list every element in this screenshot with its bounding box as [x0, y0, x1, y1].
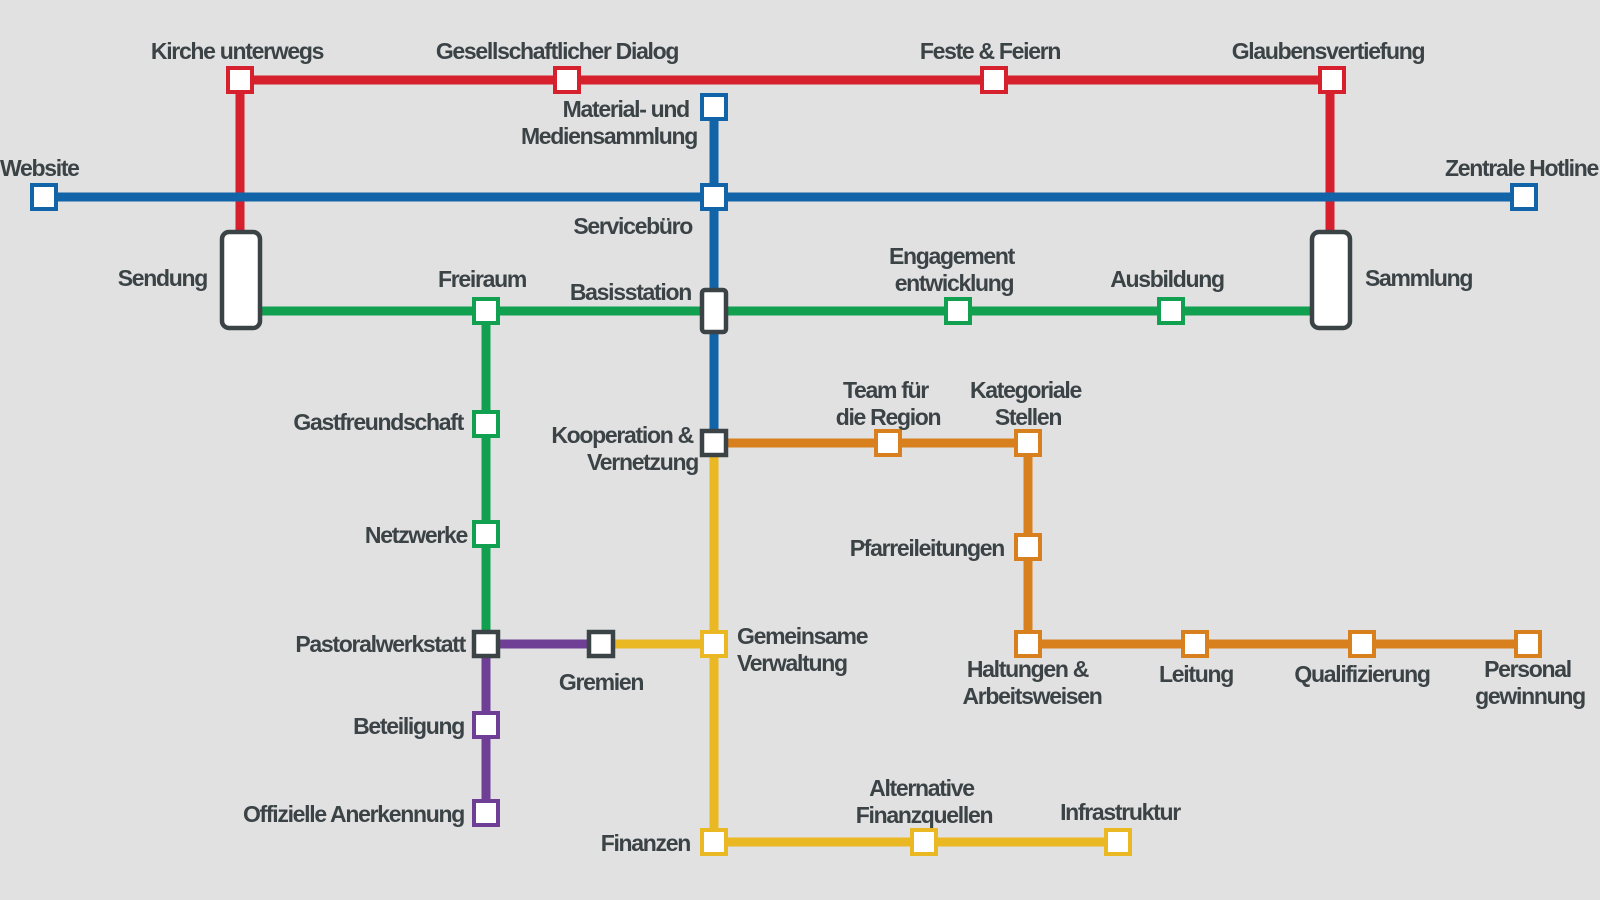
label-feste-feiern: Feste & Feiern [920, 38, 1061, 64]
label-alternative-line1: Alternative [869, 775, 974, 801]
label-material-und-mediensammlung: Material- und Mediensammlung [521, 96, 697, 149]
station-alternative-finanzquellen[interactable] [910, 828, 938, 856]
label-kirche-unterwegs: Kirche unterwegs [151, 38, 324, 64]
label-alternative-line2: Finanzquellen [856, 802, 993, 828]
label-kategoriale-line1: Kategoriale [970, 377, 1081, 403]
station-pfarreileitungen[interactable] [1014, 533, 1042, 561]
label-kooperation-line2: Vernetzung [587, 449, 698, 475]
label-infrastruktur: Infrastruktur [1060, 799, 1181, 825]
label-material-line1: Material- und [563, 96, 689, 122]
label-gemeinsame-line2: Verwaltung [737, 650, 847, 676]
label-team-fuer-die-region: Team für die Region [836, 377, 941, 430]
route-lines [44, 75, 1528, 847]
label-kategoriale-stellen: Kategoriale Stellen [970, 377, 1086, 430]
station-gesellschaftlicher-dialog[interactable] [553, 66, 581, 94]
label-material-line2: Mediensammlung [521, 123, 697, 149]
station-website[interactable] [30, 183, 58, 211]
label-sendung: Sendung [118, 265, 208, 291]
hub-kooperation-vernetzung[interactable] [699, 428, 729, 458]
station-zentrale-hotline[interactable] [1510, 183, 1538, 211]
label-glaubensvertiefung: Glaubensvertiefung [1232, 38, 1425, 64]
station-leitung[interactable] [1181, 630, 1209, 658]
label-freiraum: Freiraum [438, 266, 527, 292]
label-gesellschaftlicher-dialog: Gesellschaftlicher Dialog [436, 38, 679, 64]
label-team-line1: Team für [843, 377, 929, 403]
station-haltungen-arbeitsweisen[interactable] [1014, 630, 1042, 658]
station-kategoriale-stellen[interactable] [1014, 429, 1042, 457]
label-zentrale-hotline: Zentrale Hotline [1445, 155, 1599, 181]
label-personalgewinnung: Personal gewinnung [1475, 656, 1585, 709]
station-qualifizierung[interactable] [1348, 630, 1376, 658]
label-alternative-finanzquellen: Alternative Finanzquellen [856, 775, 993, 828]
station-gastfreundschaft[interactable] [472, 410, 500, 438]
label-engagement-line1: Engagement [889, 243, 1016, 269]
label-haltungen-line1: Haltungen & [967, 656, 1089, 682]
label-pfarreileitungen: Pfarreileitungen [850, 535, 1005, 561]
label-kategoriale-line2: Stellen [995, 404, 1062, 430]
label-personal-line2: gewinnung [1475, 683, 1585, 709]
label-gemeinsame-line1: Gemeinsame [737, 623, 868, 649]
label-ausbildung: Ausbildung [1110, 266, 1224, 292]
hub-sammlung[interactable] [1309, 229, 1353, 331]
label-kooperation-vernetzung: Kooperation & Vernetzung [551, 422, 698, 475]
station-offizielle-anerkennung[interactable] [472, 799, 500, 827]
station-finanzen[interactable] [700, 828, 728, 856]
station-ausbildung[interactable] [1157, 297, 1185, 325]
label-finanzen: Finanzen [601, 830, 691, 856]
red-line [235, 75, 1335, 290]
label-gemeinsame-verwaltung: Gemeinsame Verwaltung [737, 623, 872, 676]
station-infrastruktur[interactable] [1104, 828, 1132, 856]
stations [30, 66, 1542, 856]
station-servicebuero[interactable] [700, 183, 728, 211]
label-website: Website [0, 155, 79, 181]
label-haltungen-line2: Arbeitsweisen [962, 683, 1101, 709]
hub-pastoralwerkstatt[interactable] [471, 629, 501, 659]
label-engagement-line2: entwicklung [895, 270, 1014, 296]
station-gemeinsame-verwaltung[interactable] [700, 630, 728, 658]
label-personal-line1: Personal [1484, 656, 1571, 682]
label-qualifizierung: Qualifizierung [1294, 661, 1429, 687]
label-beteiligung: Beteiligung [353, 713, 464, 739]
label-servicebuero: Servicebüro [573, 213, 693, 239]
station-freiraum[interactable] [472, 297, 500, 325]
station-labels: Kirche unterwegs Gesellschaftlicher Dial… [0, 38, 1600, 856]
station-kirche-unterwegs[interactable] [226, 66, 254, 94]
station-material-und-mediensammlung[interactable] [700, 93, 728, 121]
station-netzwerke[interactable] [472, 520, 500, 548]
hub-basisstation[interactable] [699, 287, 729, 335]
label-sammlung: Sammlung [1365, 265, 1472, 291]
station-personalgewinnung[interactable] [1514, 630, 1542, 658]
station-team-fuer-die-region[interactable] [874, 429, 902, 457]
hub-sendung[interactable] [219, 229, 263, 331]
label-basisstation: Basisstation [570, 279, 691, 305]
label-gastfreundschaft: Gastfreundschaft [293, 409, 464, 435]
label-leitung: Leitung [1159, 661, 1233, 687]
label-gremien: Gremien [559, 669, 643, 695]
hub-gremien[interactable] [586, 629, 616, 659]
label-pastoralwerkstatt: Pastoralwerkstatt [295, 631, 466, 657]
station-glaubensvertiefung[interactable] [1318, 66, 1346, 94]
orange-line [714, 438, 1528, 649]
label-kooperation-line1: Kooperation & [551, 422, 693, 448]
station-beteiligung[interactable] [472, 711, 500, 739]
label-team-line2: die Region [836, 404, 941, 430]
label-haltungen-arbeitsweisen: Haltungen & Arbeitsweisen [962, 656, 1101, 709]
station-engagemententwicklung[interactable] [944, 297, 972, 325]
label-engagemententwicklung: Engagement entwicklung [889, 243, 1019, 296]
label-netzwerke: Netzwerke [365, 522, 468, 548]
label-offizielle-anerkennung: Offizielle Anerkennung [243, 801, 464, 827]
station-feste-feiern[interactable] [980, 66, 1008, 94]
